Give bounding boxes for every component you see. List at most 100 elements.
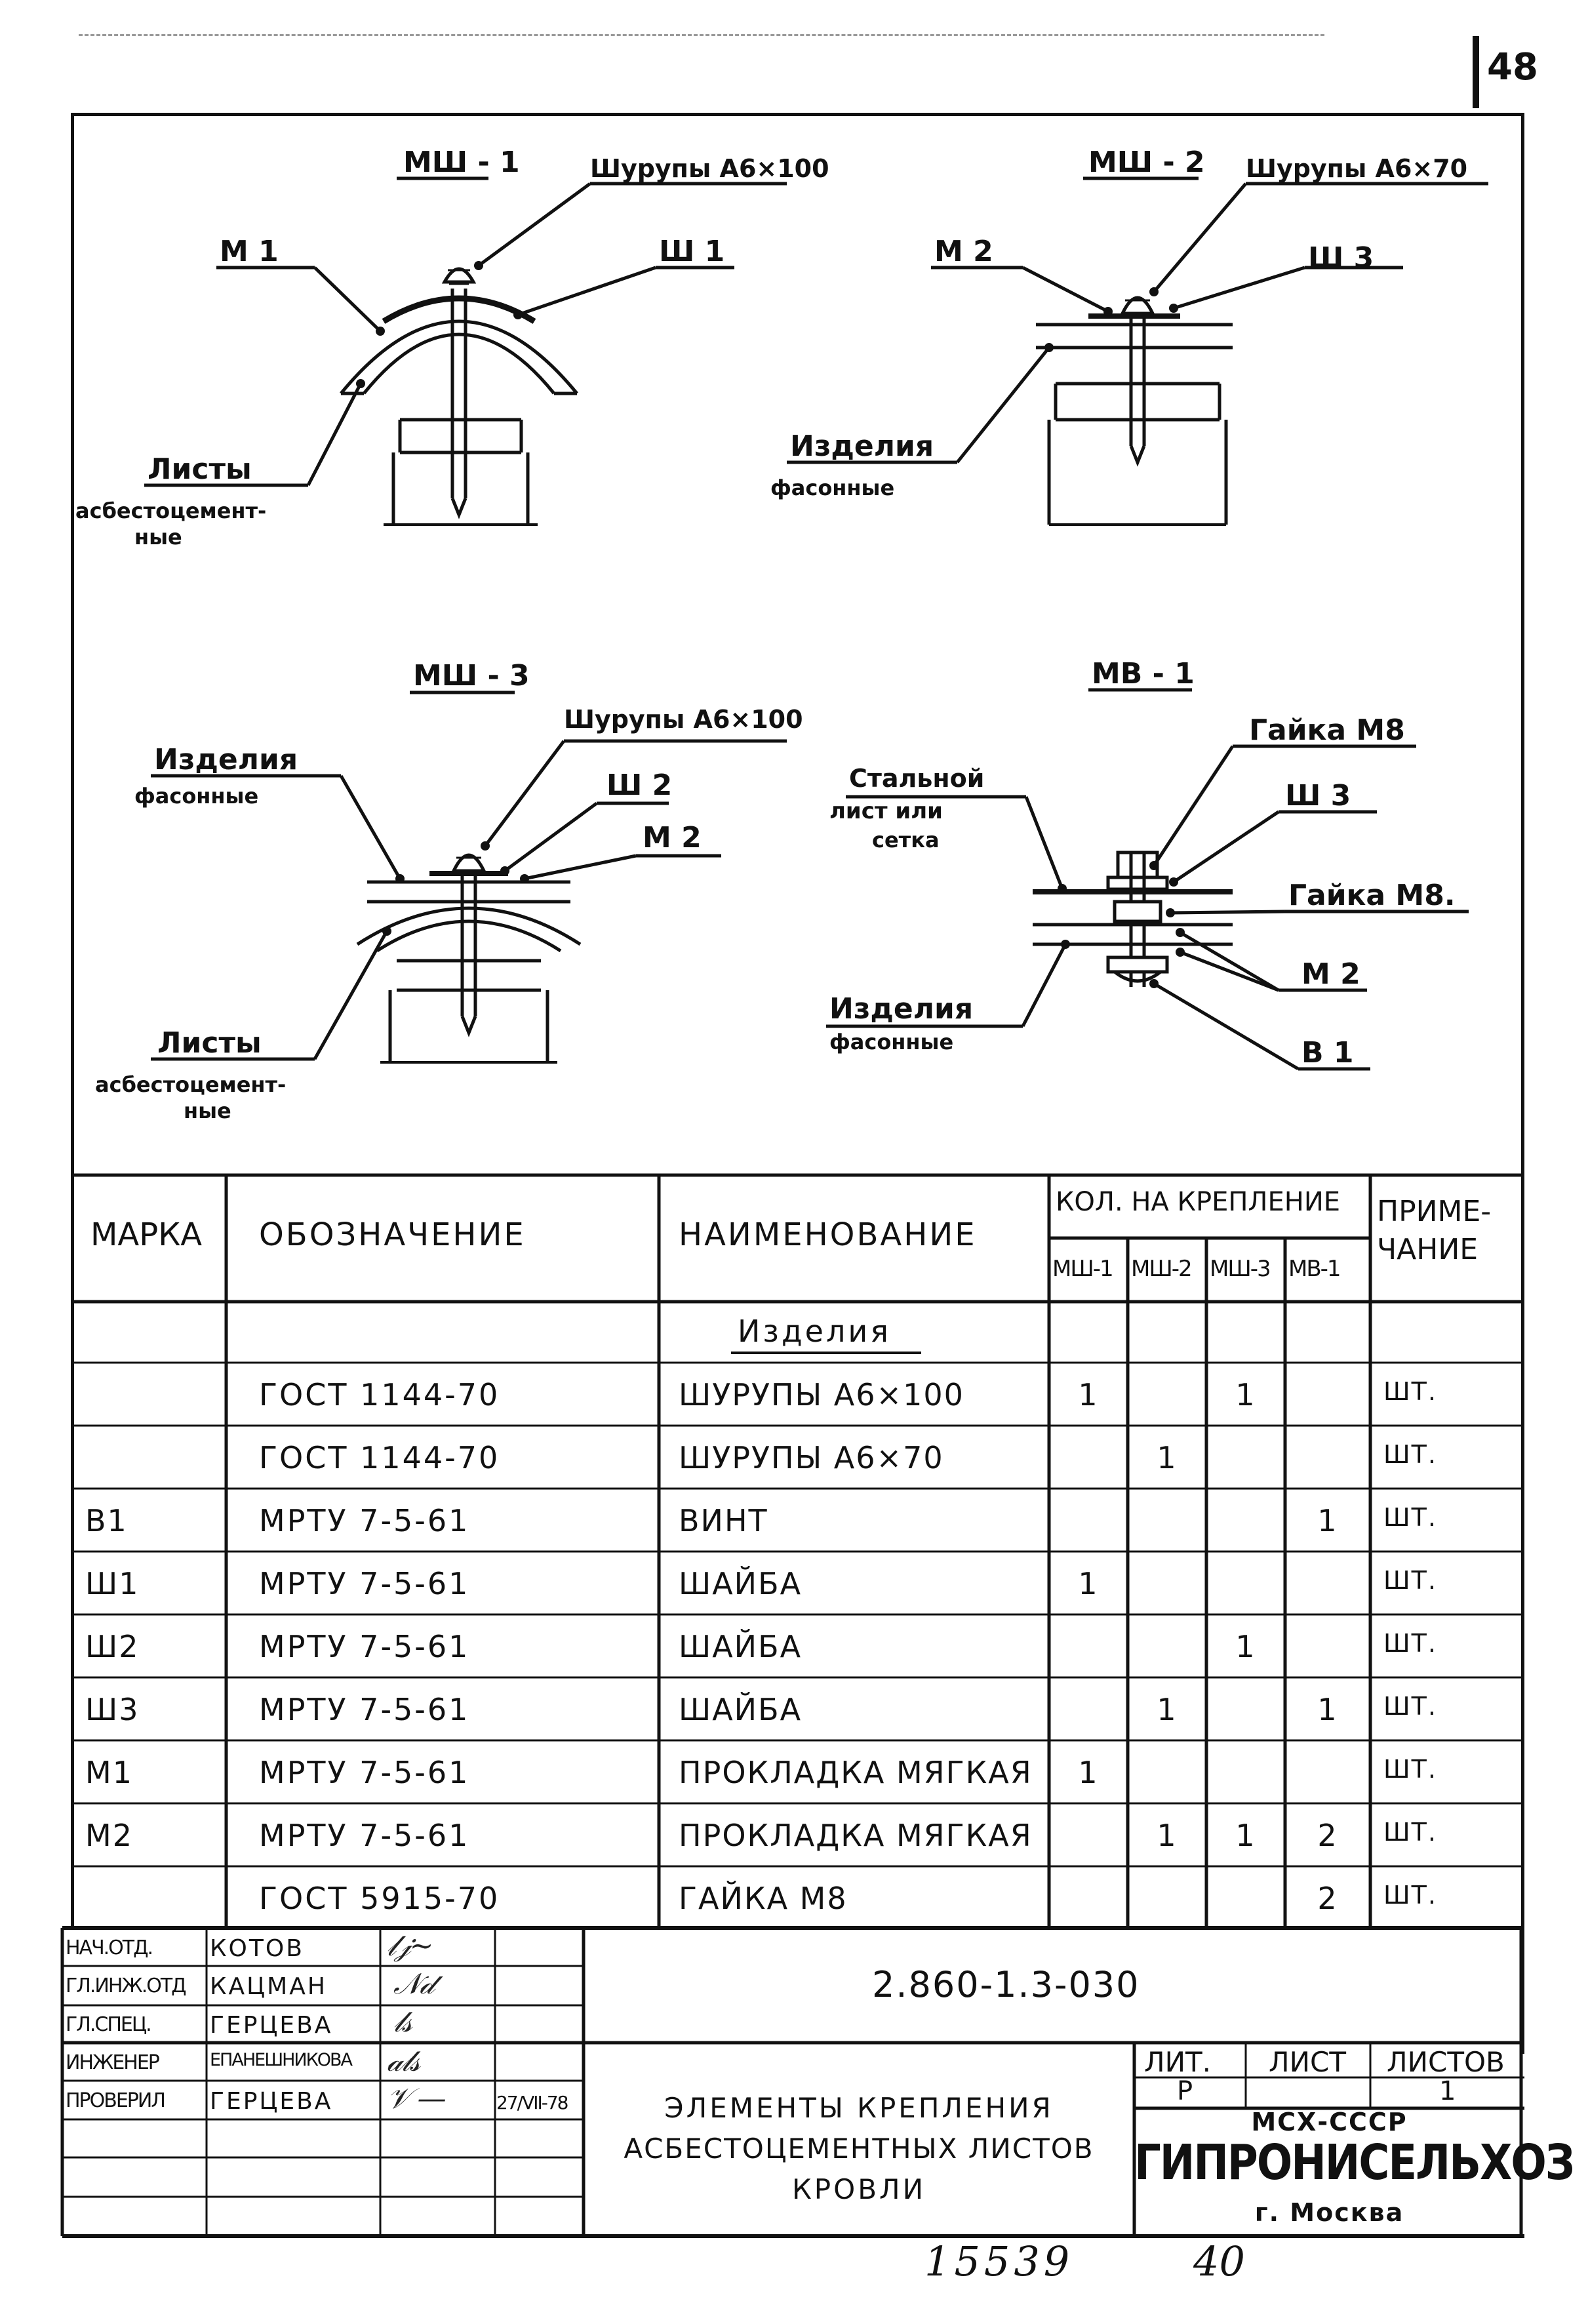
msh2-parts-l1: Изделия xyxy=(790,430,934,463)
msh2-title: МШ - 2 xyxy=(1088,146,1205,179)
msh1-screw-label: Шурупы А6×100 xyxy=(590,154,829,183)
row-qty-mv1: 2 xyxy=(1317,1818,1338,1853)
signature-1: 𝓁𝒿~ xyxy=(387,1929,434,1963)
row-designation: ГОСТ 1144-70 xyxy=(259,1440,500,1475)
sign-date: 27/VII-78 xyxy=(496,2092,568,2114)
row-mark: Ш1 xyxy=(85,1566,140,1601)
row-qty-msh2: 1 xyxy=(1157,1692,1178,1727)
row-designation: МРТУ 7-5-61 xyxy=(259,1692,470,1727)
lit-value: р xyxy=(1177,2076,1193,2106)
col-header-qty-4: МВ-1 xyxy=(1288,1256,1341,1282)
org-ministry: МСХ-СССР xyxy=(1251,2108,1408,2136)
row-name: Прокладка мягкая xyxy=(679,1818,1033,1853)
row-qty-msh2: 1 xyxy=(1157,1440,1178,1475)
row-qty-mv1: 1 xyxy=(1317,1692,1338,1727)
role-title: Гл.спец. xyxy=(66,2013,152,2036)
row-mark: В1 xyxy=(85,1503,128,1538)
row-designation: МРТУ 7-5-61 xyxy=(259,1629,470,1664)
row-name: Винт xyxy=(679,1503,768,1538)
col-header-qty-3: МШ-3 xyxy=(1210,1256,1271,1282)
msh3-parts-l1: Изделия xyxy=(154,743,298,776)
title-block-grid xyxy=(60,1928,1524,2238)
mv1-nut-mid-label: Гайка М8. xyxy=(1288,879,1456,912)
row-qty-mv1: 1 xyxy=(1317,1503,1338,1538)
lit-label: Лит. xyxy=(1144,2046,1212,2078)
row-qty-msh3: 1 xyxy=(1235,1818,1256,1853)
mv1-bolt-label: В 1 xyxy=(1301,1036,1353,1070)
col-header-name: Наименование xyxy=(679,1216,977,1253)
row-qty-msh3: 1 xyxy=(1235,1377,1256,1412)
sheet-number-tick xyxy=(1473,36,1479,108)
sheets-label: Листов xyxy=(1387,2046,1505,2078)
mv1-nut-top-label: Гайка М8 xyxy=(1249,713,1405,747)
msh2-pad-label: М 2 xyxy=(934,235,993,268)
row-note: шт. xyxy=(1383,1881,1437,1910)
signature-3: 𝓁𝓈 xyxy=(393,2005,412,2039)
mv1-title: МВ - 1 xyxy=(1092,657,1195,691)
col-header-qty-2: МШ-2 xyxy=(1131,1256,1193,1282)
drawing-msh2 xyxy=(787,176,1488,526)
role-person: Кацман xyxy=(210,1973,327,2000)
row-designation: МРТУ 7-5-61 xyxy=(259,1818,470,1853)
row-qty-msh2: 1 xyxy=(1157,1818,1178,1853)
frame-right xyxy=(1521,113,1524,2054)
signature-2: 𝒩𝒹 xyxy=(393,1967,434,2001)
org-city: г. Москва xyxy=(1254,2198,1404,2227)
row-qty-msh1: 1 xyxy=(1078,1377,1099,1412)
msh3-pad-label: М 2 xyxy=(643,821,702,854)
row-name: Шурупы А6×100 xyxy=(679,1377,964,1412)
drawing-mv1 xyxy=(826,688,1469,1071)
msh1-title: МШ - 1 xyxy=(403,146,520,179)
row-mark: М1 xyxy=(85,1755,133,1790)
row-name: Гайка М8 xyxy=(679,1881,848,1916)
msh2-parts-l2: фасонные xyxy=(770,475,894,500)
row-mark: Ш3 xyxy=(85,1692,140,1727)
row-note: шт. xyxy=(1383,1629,1437,1658)
role-title: Проверил xyxy=(66,2089,166,2112)
top-dash-marks xyxy=(79,34,1324,36)
row-note: шт. xyxy=(1383,1503,1437,1532)
signature-5: 𝒱 — xyxy=(387,2082,447,2115)
msh2-washer-label: Ш 3 xyxy=(1308,241,1374,275)
row-designation: МРТУ 7-5-61 xyxy=(259,1755,470,1790)
row-designation: ГОСТ 5915-70 xyxy=(259,1881,500,1916)
mv1-steel-l1: Стальной xyxy=(849,764,984,793)
row-mark: М2 xyxy=(85,1818,133,1853)
msh3-sheets-l2: асбестоцемент- xyxy=(95,1072,286,1097)
row-designation: ГОСТ 1144-70 xyxy=(259,1377,500,1412)
archive-number: 15539 xyxy=(924,2237,1074,2285)
row-note: шт. xyxy=(1383,1692,1437,1721)
mv1-parts-l2: фасонные xyxy=(829,1030,953,1054)
row-qty-msh1: 1 xyxy=(1078,1755,1099,1790)
row-mark: Ш2 xyxy=(85,1629,140,1664)
msh1-sheets-l1: Листы xyxy=(148,452,252,486)
role-person: Котов xyxy=(210,1935,304,1962)
mv1-pad-label: М 2 xyxy=(1301,957,1360,991)
col-header-designation: Обозначение xyxy=(259,1216,526,1253)
msh3-sheets-l1: Листы xyxy=(157,1026,262,1060)
page-number: 40 xyxy=(1193,2237,1245,2285)
col-header-qty-1: МШ-1 xyxy=(1052,1256,1114,1282)
sheet-label: Лист xyxy=(1269,2046,1346,2078)
row-name: Шайба xyxy=(679,1629,803,1664)
role-title: Инженер xyxy=(66,2051,160,2074)
row-qty-msh3: 1 xyxy=(1235,1629,1256,1664)
section-label: Изделия xyxy=(738,1313,891,1349)
row-note: шт. xyxy=(1383,1818,1437,1847)
row-name: Шайба xyxy=(679,1566,803,1601)
org-name: ГИПРОНИСЕЛЬХОЗ xyxy=(1134,2135,1575,2192)
mv1-steel-l3: сетка xyxy=(872,828,940,852)
spec-table xyxy=(62,1173,1524,1930)
row-name: Прокладка мягкая xyxy=(679,1755,1033,1790)
frame-top xyxy=(72,113,1524,116)
msh3-title: МШ - 3 xyxy=(413,659,530,692)
title-line-3: кровли xyxy=(791,2173,926,2205)
signature-4: 𝒶𝓁𝓈 xyxy=(387,2045,420,2078)
row-note: шт. xyxy=(1383,1440,1437,1469)
msh1-pad-label: М 1 xyxy=(220,235,279,268)
mv1-washer-label: Ш 3 xyxy=(1285,779,1351,812)
col-header-qty-group: Кол. на крепление xyxy=(1056,1187,1341,1217)
row-designation: МРТУ 7-5-61 xyxy=(259,1566,470,1601)
role-title: Гл.инж.отд xyxy=(66,1974,187,1997)
row-note: шт. xyxy=(1383,1377,1437,1406)
